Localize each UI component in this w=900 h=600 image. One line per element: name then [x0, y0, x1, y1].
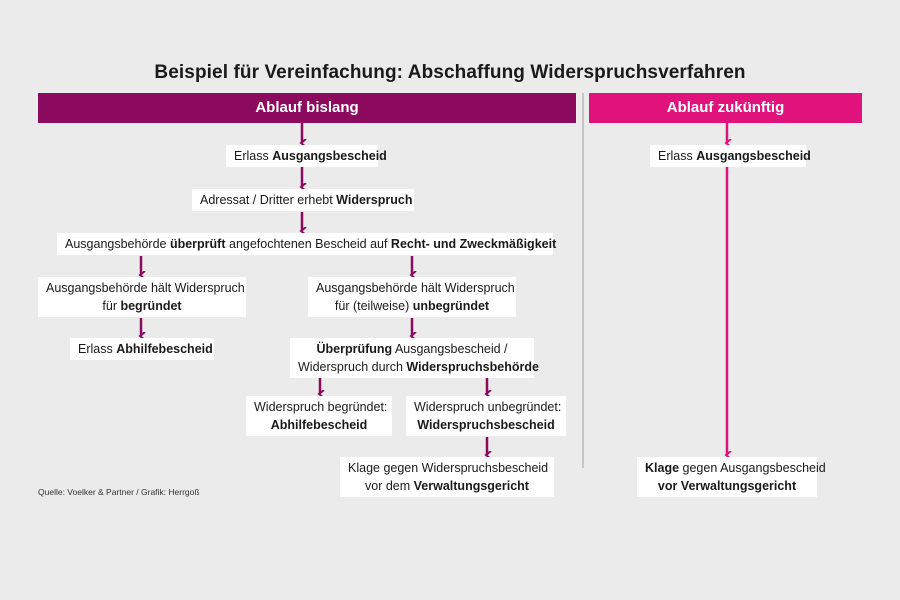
box-erlass-ausgangsbescheid-new: Erlass Ausgangsbescheid	[650, 145, 811, 167]
box-ueberpruefung-ausgangsbehoerde: Ausgangsbehörde überprüft angefochtenen …	[57, 233, 556, 255]
box-widerspruch-unbegruendet: Ausgangsbehörde hält Widerspruch für (te…	[308, 277, 516, 317]
header-ablauf-zukuenftig: Ablauf zukünftig	[589, 93, 862, 123]
box-ueberpruefung-widerspruchsbehoerde: Überprüfung Ausgangsbescheid / Widerspru…	[290, 338, 539, 378]
header-ablauf-bislang: Ablauf bislang	[38, 93, 576, 123]
page-title: Beispiel für Vereinfachung: Abschaffung …	[154, 62, 746, 83]
box-wb-unbegruendet-widerspruchsbescheid: Widerspruch unbegründet: Widerspruchsbes…	[406, 396, 566, 436]
box-erlass-ausgangsbescheid: Erlass Ausgangsbescheid	[226, 145, 387, 167]
box-widerspruch-begruendet: Ausgangsbehörde hält Widerspruch für beg…	[38, 277, 246, 317]
column-divider	[582, 93, 584, 468]
box-klage-widerspruchsbescheid: Klage gegen Widerspruchsbescheid vor dem…	[340, 457, 554, 497]
box-adressat-widerspruch: Adressat / Dritter erhebt Widerspruch	[192, 189, 414, 211]
source-credit: Quelle: Voelker & Partner / Grafik: Herr…	[38, 487, 200, 497]
box-wb-begruendet-abhilfebescheid: Widerspruch begründet: Abhilfebescheid	[246, 396, 392, 436]
box-klage-ausgangsbescheid: Klage gegen Ausgangsbescheid vor Verwalt…	[637, 457, 826, 497]
box-erlass-abhilfebescheid: Erlass Abhilfebescheid	[70, 338, 214, 360]
